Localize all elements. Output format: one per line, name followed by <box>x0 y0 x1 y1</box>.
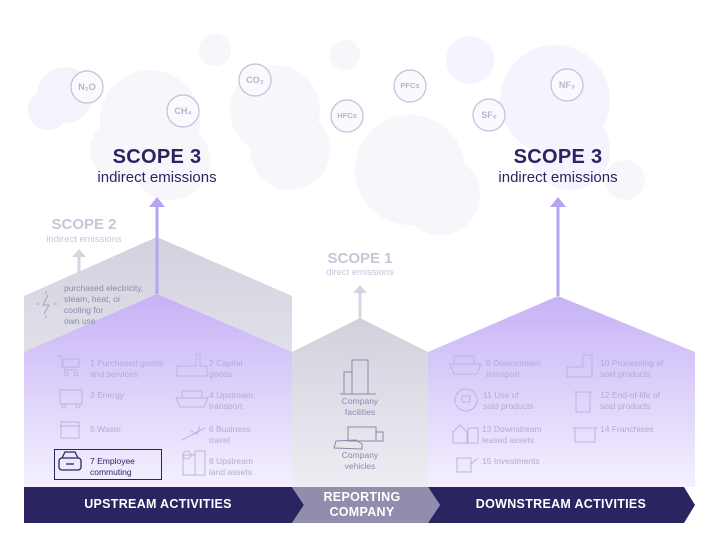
office-building-icon <box>340 359 376 395</box>
scope3-left-title: SCOPE 3 <box>112 146 202 168</box>
gas-hfcs-label: HFCs <box>337 111 357 120</box>
scope1-title: SCOPE 1 <box>327 250 393 267</box>
truck-car-icon <box>333 426 384 450</box>
gas-bubble <box>472 98 506 132</box>
airplane-icon <box>181 425 206 441</box>
gas-bubble <box>238 63 272 97</box>
scope3-right-arrow <box>550 197 566 296</box>
scope2-subtitle: indirect emissions <box>46 234 122 245</box>
scope1-subtitle: direct emissions <box>325 267 395 278</box>
gas-bubble <box>70 70 104 104</box>
gas-nf3-label: NF₃ <box>558 80 576 90</box>
cargo-ship-icon <box>175 390 209 408</box>
scope2-description: purchased electricity, steam, heat, or c… <box>64 283 144 326</box>
scope3-right-title: SCOPE 3 <box>513 146 603 168</box>
downstream-item-9[interactable]: 9 Downstream transport <box>486 358 541 379</box>
gas-ch4-label: CH₄ <box>174 106 192 116</box>
downstream-item-15[interactable]: 15 Investments <box>482 456 540 466</box>
gas-n2o-label: N₂O <box>78 82 96 92</box>
downstream-item-11[interactable]: 11 Use of sold products <box>483 390 534 411</box>
upstream-item-7[interactable]: 7 Employee commuting <box>90 456 135 477</box>
downstream-item-10[interactable]: 10 Processing of sold products <box>600 358 664 379</box>
gas-bubble <box>330 99 364 133</box>
upstream-banner-bg <box>24 487 304 523</box>
coal-cart-icon <box>59 389 83 409</box>
reporting-banner-bg <box>292 487 440 523</box>
shopping-cart-icon <box>57 355 80 377</box>
scope3-left-subtitle: indirect emissions <box>97 169 217 186</box>
scope3-right-subtitle: indirect emissions <box>498 169 618 186</box>
scope2-arrow <box>72 249 86 272</box>
dumpster-icon <box>60 421 80 439</box>
gas-pfcs-label: PFCs <box>400 81 420 90</box>
scope3-left-arrow <box>149 197 165 294</box>
downstream-house <box>428 296 695 487</box>
cargo-ship-icon <box>449 355 482 375</box>
gas-bubble <box>166 94 200 128</box>
upstream-item-6[interactable]: 6 Business travel <box>209 424 251 445</box>
company-house <box>292 318 428 487</box>
reporting-company-banner: REPORTING COMPANY <box>323 490 401 519</box>
factory-icon <box>176 353 208 377</box>
plug-icon <box>454 388 478 412</box>
downstream-banner-bg <box>428 487 695 523</box>
company-vehicles-label: Company vehicles <box>341 450 379 471</box>
lightning-icon <box>36 291 57 318</box>
house-money-icon <box>452 424 479 444</box>
buildings-icon <box>182 450 206 476</box>
scope2-title: SCOPE 2 <box>51 216 117 233</box>
upstream-item-3[interactable]: 3 Energy <box>90 390 125 400</box>
upstream-activities-banner: UPSTREAM ACTIVITIES <box>84 497 232 511</box>
downstream-item-12[interactable]: 12 End-of-life of sold products <box>600 390 661 411</box>
downstream-activities-banner: DOWNSTREAM ACTIVITIES <box>475 497 647 511</box>
gas-bubble <box>393 69 427 103</box>
company-facilities-label: Company facilities <box>341 396 379 417</box>
storefront-icon <box>572 427 598 443</box>
upstream-house <box>24 294 292 487</box>
upstream-item-2[interactable]: 2 Capital goods <box>209 358 243 379</box>
downstream-item-14[interactable]: 14 Franchises <box>600 424 654 434</box>
cloud-backdrop <box>28 34 645 235</box>
watering-can-icon <box>456 457 479 473</box>
upstream-item-4[interactable]: 4 Upstream transport <box>209 390 253 411</box>
gas-bubble <box>550 68 584 102</box>
gas-sf6-label: SF₆ <box>481 110 497 120</box>
car-icon <box>58 451 82 471</box>
gas-co2-label: CO₂ <box>246 75 264 85</box>
downstream-item-13[interactable]: 13 Downstream leased assets <box>482 424 542 445</box>
recycle-bin-icon <box>574 391 592 413</box>
highlight-box-employee-commuting[interactable] <box>54 449 162 480</box>
factory-icon <box>566 354 593 378</box>
scope1-arrow <box>353 285 367 318</box>
upstream-item-8[interactable]: 8 Upstream land assets <box>209 456 253 477</box>
upstream-item-1[interactable]: 1 Purchased goods and services <box>90 358 164 379</box>
upstream-item-5[interactable]: 5 Waste <box>90 424 121 434</box>
